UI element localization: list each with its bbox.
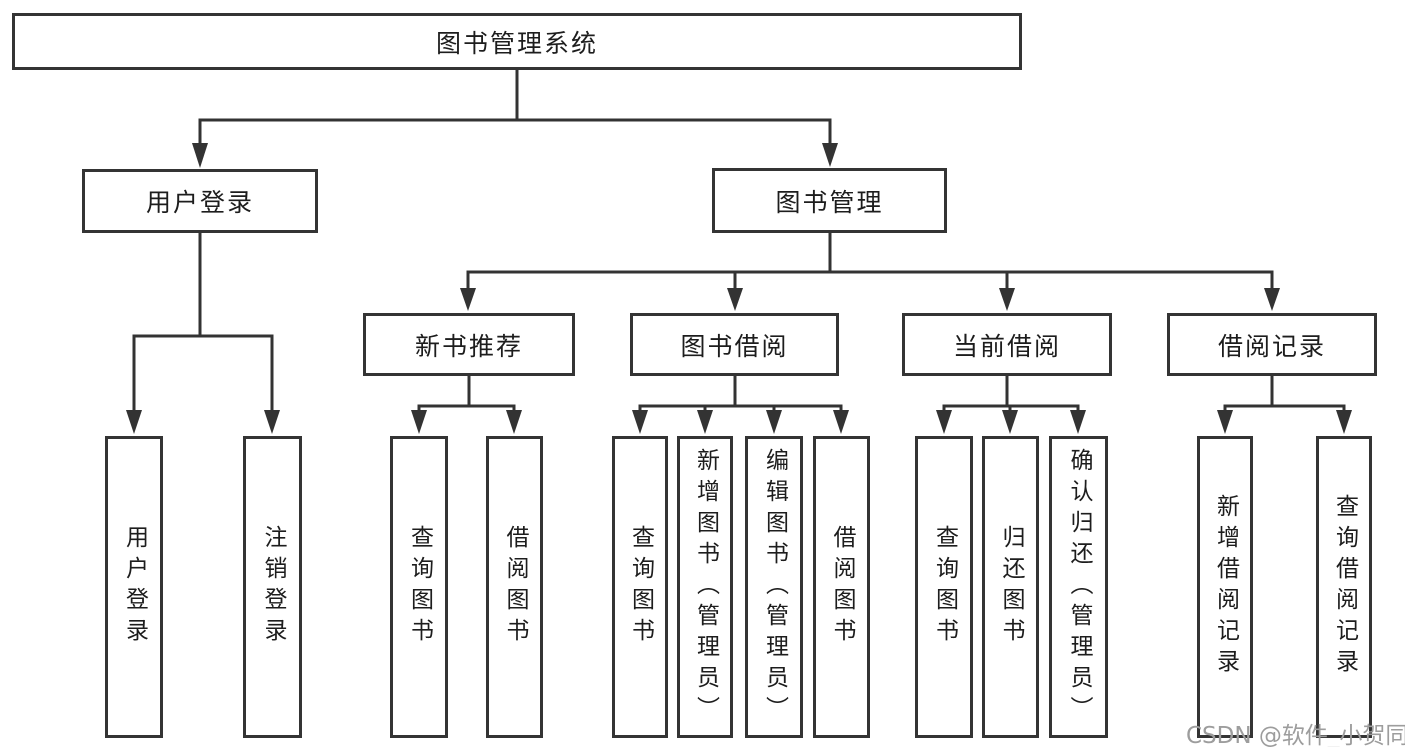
leaf-borrow-query-books: 查询图书 [612, 436, 668, 738]
leaf-return-books: 归还图书 [982, 436, 1039, 738]
connector-root-to-level2 [192, 70, 838, 168]
connector-newbook-to-leaves [411, 376, 522, 434]
leaf-add-borrow-record: 新增借阅记录 [1197, 436, 1253, 738]
connector-current-to-leaves [936, 376, 1086, 434]
leaf-edit-books-admin: 编辑图书（管理员） [745, 436, 803, 738]
csdn-watermark: CSDN @软件_小贺同学 [1186, 723, 1405, 747]
connector-records-to-leaves [1217, 376, 1352, 434]
node-current-borrow: 当前借阅 [902, 313, 1112, 376]
leaf-borrow-borrow-books: 借阅图书 [813, 436, 870, 738]
node-new-book-recommend: 新书推荐 [363, 313, 575, 376]
node-book-borrow: 图书借阅 [630, 313, 839, 376]
leaf-query-borrow-record: 查询借阅记录 [1316, 436, 1372, 738]
node-root-system: 图书管理系统 [12, 13, 1022, 70]
leaf-newbook-borrow-books: 借阅图书 [486, 436, 543, 738]
leaf-user-login: 用户登录 [105, 436, 163, 738]
connector-mgmt-to-sections [460, 232, 1280, 311]
node-user-login: 用户登录 [82, 169, 318, 233]
node-borrow-records: 借阅记录 [1167, 313, 1377, 376]
leaf-add-books-admin: 新增图书（管理员） [677, 436, 733, 738]
node-book-management: 图书管理 [712, 168, 947, 233]
connector-borrow-to-leaves [632, 376, 849, 434]
leaf-logout: 注销登录 [243, 436, 302, 738]
leaf-current-query-books: 查询图书 [915, 436, 973, 738]
leaf-confirm-return-admin: 确认归还（管理员） [1049, 436, 1108, 738]
connector-login-to-leaves [126, 233, 280, 434]
leaf-newbook-query-books: 查询图书 [390, 436, 448, 738]
